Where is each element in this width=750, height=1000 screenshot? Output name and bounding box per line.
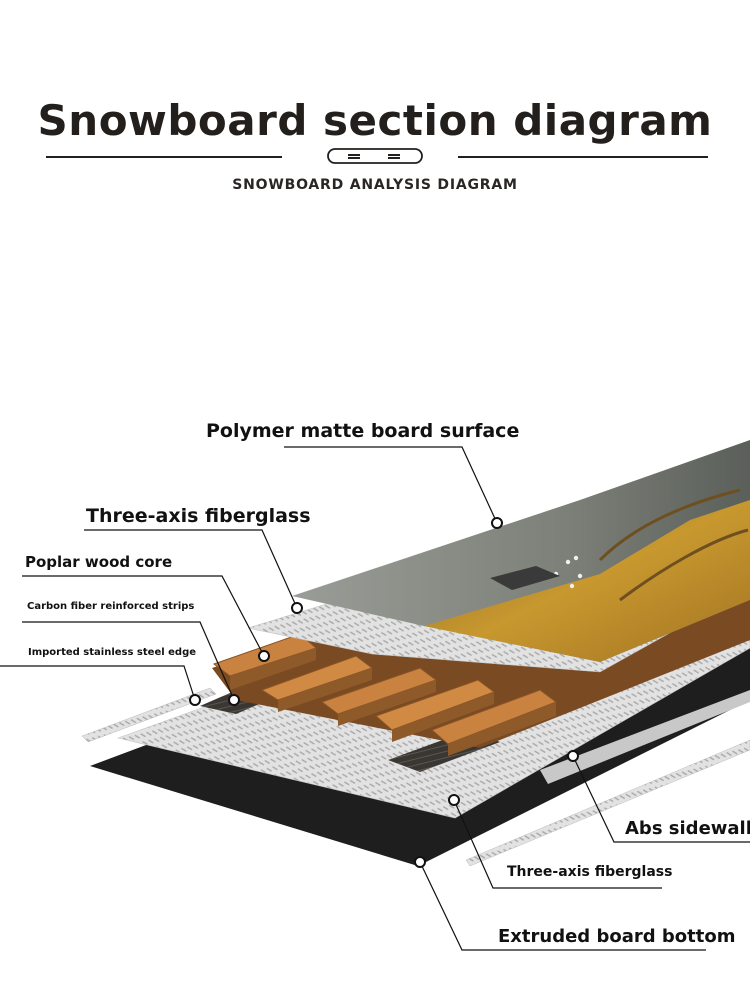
label-fiberglass-bottom: Three-axis fiberglass [507, 864, 672, 880]
label-steel-edge: Imported stainless steel edge [28, 647, 196, 658]
label-fiberglass-top: Three-axis fiberglass [86, 505, 311, 527]
leader-wood-core [22, 576, 264, 656]
label-board-bottom: Extruded board bottom [498, 926, 735, 947]
leader-steel-edge [0, 666, 195, 700]
leader-polymer-surface [284, 447, 497, 523]
label-carbon-strips: Carbon fiber reinforced strips [27, 601, 194, 612]
label-polymer-surface: Polymer matte board surface [206, 420, 519, 442]
label-abs-sidewall: Abs sidewall [625, 818, 750, 839]
leader-carbon-strips [22, 622, 234, 700]
label-wood-core: Poplar wood core [25, 553, 172, 571]
